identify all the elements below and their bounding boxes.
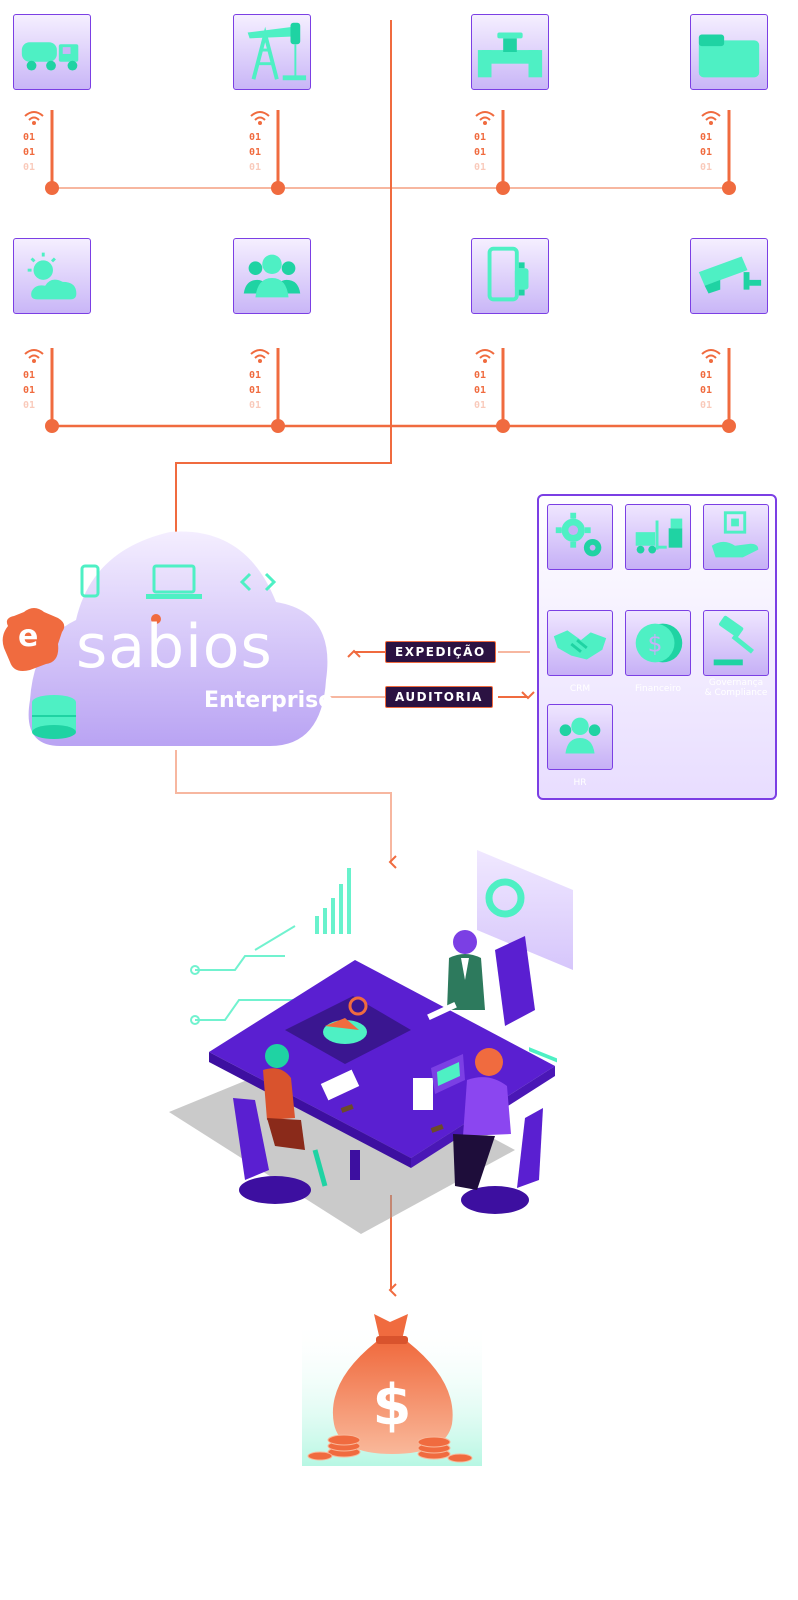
dollar-coin-icon: $ <box>625 610 691 676</box>
modules-panel: $ CRM Financeiro Governança & Compliance… <box>537 494 777 800</box>
wifi-icon <box>24 111 44 125</box>
sensor-posts-row1 <box>50 110 731 188</box>
team-meeting-illustration <box>169 850 573 1234</box>
database-icon <box>32 695 76 739</box>
gears-icon <box>547 504 613 570</box>
mobile-devices-icon <box>471 238 549 314</box>
auditoria-tag: AUDITORIA <box>385 686 493 708</box>
expedicao-tag: EXPEDIÇÃO <box>385 641 496 663</box>
chip-hand-icon <box>703 504 769 570</box>
wifi-icon <box>24 349 44 363</box>
logo-wordmark: sabios <box>76 612 273 682</box>
weather-icon <box>13 238 91 314</box>
bus-nodes-row1 <box>45 181 736 195</box>
oil-pumpjack-icon <box>233 14 311 90</box>
platform-cloud <box>2 531 328 746</box>
logo-mark <box>2 608 161 671</box>
wifi-icon <box>250 111 270 125</box>
wifi-icon <box>701 349 721 363</box>
wifi-icon <box>475 349 495 363</box>
pipeline-valve-icon <box>471 14 549 90</box>
logo-subtitle: Enterprise <box>204 688 334 713</box>
laptop-icon <box>146 564 202 599</box>
phone-icon <box>80 564 100 598</box>
gavel-icon <box>703 610 769 676</box>
module-label-hr: HR <box>573 778 587 788</box>
wifi-icon <box>250 349 270 363</box>
handshake-icon <box>547 610 613 676</box>
people-group-icon <box>233 238 311 314</box>
forklift-icon <box>625 504 691 570</box>
money-symbol: $ <box>373 1373 412 1438</box>
code-icon <box>239 572 277 592</box>
security-camera-icon <box>690 238 768 314</box>
sensor-posts-row2 <box>50 348 731 426</box>
module-label-financeiro: Financeiro <box>635 684 681 694</box>
money-bag-icon: $ <box>302 1314 482 1466</box>
storage-tank-icon <box>690 14 768 90</box>
logo-letter: e <box>18 619 39 654</box>
tanker-truck-icon <box>13 14 91 90</box>
svg-text:$: $ <box>648 631 663 658</box>
trunk-to-platform <box>173 20 392 555</box>
module-label-governance: Governança & Compliance <box>704 678 768 698</box>
bus-nodes-row2 <box>45 419 736 433</box>
platform-to-meeting <box>175 750 397 869</box>
bar-chart-holo <box>315 868 351 934</box>
people-icon <box>547 704 613 770</box>
circuit-holo <box>190 925 315 1025</box>
wifi-icon <box>701 111 721 125</box>
module-label-crm: CRM <box>569 684 591 694</box>
wifi-icon <box>475 111 495 125</box>
donut-dashboard-holo <box>477 850 573 1070</box>
